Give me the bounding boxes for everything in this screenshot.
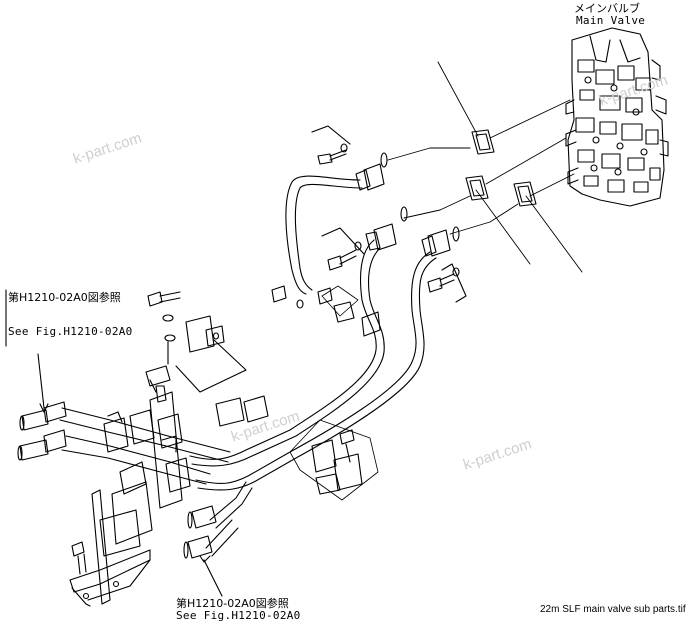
main-valve-assembly [565,27,669,207]
gasket-3 [513,181,537,207]
hose-end-left-top [19,401,67,431]
gasket-1 [471,129,495,155]
bolt-middle [321,227,365,271]
bracket-support [69,385,183,607]
hose-runs [59,175,437,557]
hose-fitting-right [421,229,451,257]
image-filename: 22m SLF main valve sub parts.tif [540,604,686,615]
gasket-2 [465,175,489,201]
hose-end-lower-2 [183,535,213,559]
bolt-top-left [147,291,181,365]
clip-mid-left [145,365,269,427]
ref-arrow-bottom [199,555,223,597]
ref-left-label-jp: 第H1210-02A0図参照 [8,291,121,304]
hose-end-lower-1 [187,505,217,529]
bolt-lower-left [71,541,87,575]
ref-left-label-en: See Fig.H1210-02A0 [8,325,133,338]
hose-fitting-upper [355,163,385,191]
bolt-right [427,263,467,303]
fitting-cluster-center [289,419,379,501]
o-ring-group [380,152,460,242]
ref-bottom-label-en: See Fig.H1210-02A0 [176,609,301,622]
main-valve-label-jp: メインバルブ [574,2,640,15]
ref-bottom-label-jp: 第H1210-02A0図参照 [176,597,289,610]
small-fittings [271,285,381,337]
ref-arrow-left [37,353,49,413]
clip-top-left [175,315,247,393]
hose-end-left-bottom [17,429,67,461]
leader-lines [387,61,583,273]
main-valve-label-en: Main Valve [576,14,646,27]
bolt-upper [311,125,351,165]
hose-fitting-middle [365,223,397,251]
